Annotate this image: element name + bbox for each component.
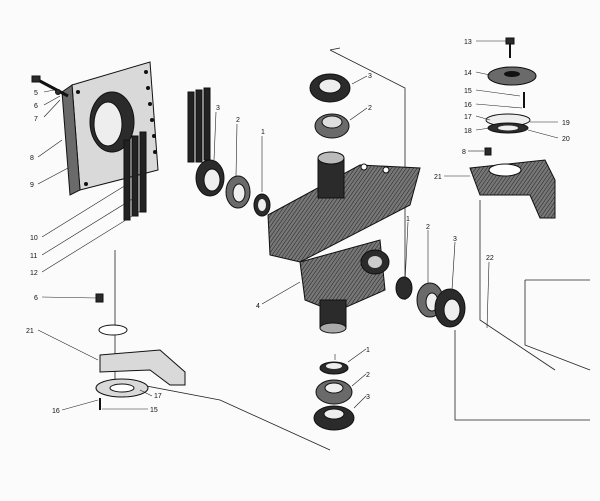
label-part-10: 10 <box>30 235 38 242</box>
label-part-3-bottom: 3 <box>366 394 370 401</box>
shim-combs-upper <box>187 87 211 163</box>
label-part-1-right: 1 <box>406 216 410 223</box>
main-housing <box>267 151 421 334</box>
label-part-2-right: 2 <box>426 224 430 231</box>
label-part-7: 7 <box>34 116 38 123</box>
label-part-1-left: 1 <box>261 129 265 136</box>
label-part-18: 18 <box>464 128 472 135</box>
label-part-11: 11 <box>30 253 37 260</box>
label-part-17: 17 <box>464 114 472 121</box>
label-part-12: 12 <box>30 270 38 277</box>
label-part-14: 14 <box>464 70 472 77</box>
label-part-5: 5 <box>34 90 38 97</box>
label-part-16: 16 <box>464 102 472 109</box>
bearing-set-top <box>309 73 351 139</box>
cap-assembly-right <box>469 37 556 219</box>
label-part-1-bottom: 1 <box>366 347 370 354</box>
label-part-15-bottom: 15 <box>150 407 158 414</box>
label-part-15: 15 <box>464 88 472 95</box>
bolt-assembly-left <box>31 75 69 98</box>
label-part-8-right: 8 <box>462 149 466 156</box>
label-part-20: 20 <box>562 136 570 143</box>
bottom-flange-assembly <box>95 293 186 410</box>
leader-lines <box>37 40 559 411</box>
label-part-3-right: 3 <box>453 236 457 243</box>
label-part-6-bottom: 6 <box>34 295 38 302</box>
label-part-2-top: 2 <box>368 105 372 112</box>
label-part-2-bottom: 2 <box>366 372 370 379</box>
label-part-8: 8 <box>30 155 34 162</box>
label-part-4: 4 <box>256 303 260 310</box>
label-part-13: 13 <box>464 39 472 46</box>
bearing-set-left <box>195 159 271 217</box>
label-part-3-top: 3 <box>368 73 372 80</box>
shim-combs-left <box>123 131 147 221</box>
label-part-21: 21 <box>434 174 442 181</box>
part-labels: 3 2 1 3 2 5 6 7 8 9 10 11 12 13 14 15 16… <box>26 39 570 415</box>
label-part-16-bottom: 16 <box>52 408 60 415</box>
label-part-22: 22 <box>486 255 494 262</box>
assembly-frame-lines <box>114 47 591 451</box>
label-part-19: 19 <box>562 120 570 127</box>
label-part-17-bottom: 17 <box>154 393 162 400</box>
label-part-9: 9 <box>30 182 34 189</box>
label-part-3-left: 3 <box>216 105 220 112</box>
label-part-6: 6 <box>34 103 38 110</box>
label-part-21-bottom: 21 <box>26 328 34 335</box>
label-part-2-left: 2 <box>236 117 240 124</box>
bearing-set-right <box>395 276 466 328</box>
bearing-set-bottom <box>313 361 355 431</box>
